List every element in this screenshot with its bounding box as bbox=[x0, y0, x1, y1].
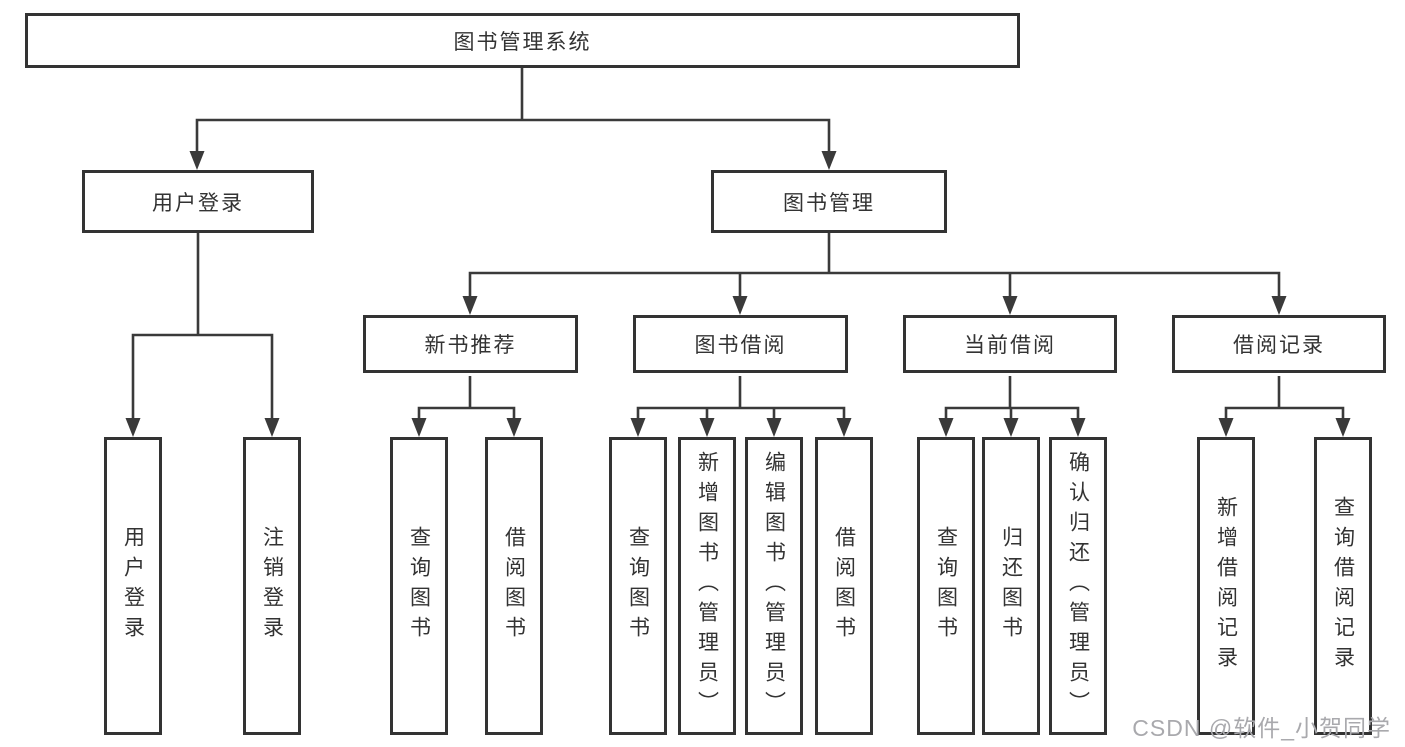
connector-userlogin-branch bbox=[131, 333, 274, 422]
leaf-confirm-return-admin: 确认归还（管理员） bbox=[1049, 437, 1107, 735]
node-borrow-record-label: 借阅记录 bbox=[1233, 334, 1325, 357]
arrow-icon bbox=[1335, 418, 1351, 437]
leaf-query-borrow-record: 查询借阅记录 bbox=[1314, 437, 1372, 735]
arrow-icon bbox=[125, 418, 141, 437]
leaf-return-books: 归还图书 bbox=[982, 437, 1040, 735]
leaf-add-borrow-record-label: 新增借阅记录 bbox=[1214, 496, 1238, 676]
arrow-icon bbox=[732, 296, 748, 315]
connector-record-branch bbox=[1224, 406, 1345, 422]
arrow-icon bbox=[630, 418, 646, 437]
leaf-user-login: 用户登录 bbox=[104, 437, 162, 735]
leaf-query-books-1-label: 查询图书 bbox=[407, 526, 431, 646]
node-book-borrow: 图书借阅 bbox=[633, 315, 848, 373]
arrow-icon bbox=[836, 418, 852, 437]
arrow-icon bbox=[411, 418, 427, 437]
arrow-icon bbox=[1271, 296, 1287, 315]
node-new-book-recommend: 新书推荐 bbox=[363, 315, 578, 373]
leaf-add-borrow-record: 新增借阅记录 bbox=[1197, 437, 1255, 735]
node-book-management: 图书管理 bbox=[711, 170, 947, 233]
connector-root-branch bbox=[195, 118, 831, 156]
arrow-icon bbox=[766, 418, 782, 437]
arrow-icon bbox=[1002, 296, 1018, 315]
arrow-icon bbox=[264, 418, 280, 437]
arrow-icon bbox=[1218, 418, 1234, 437]
node-user-login: 用户登录 bbox=[82, 170, 314, 233]
leaf-logout-label: 注销登录 bbox=[260, 526, 284, 646]
connector-bookmgmt-branch bbox=[468, 271, 1281, 300]
node-borrow-record: 借阅记录 bbox=[1172, 315, 1386, 373]
node-root-label: 图书管理系统 bbox=[453, 30, 592, 54]
arrow-icon bbox=[506, 418, 522, 437]
arrowheads bbox=[125, 151, 1351, 437]
leaf-borrow-books-1: 借阅图书 bbox=[485, 437, 543, 735]
node-book-management-label: 图书管理 bbox=[783, 191, 875, 215]
leaf-borrow-books-2: 借阅图书 bbox=[815, 437, 873, 735]
connector-newbook-branch bbox=[417, 406, 516, 422]
watermark: CSDN @软件_小贺同学 bbox=[1132, 715, 1391, 741]
node-current-borrow-label: 当前借阅 bbox=[964, 334, 1056, 357]
leaf-query-books-3-label: 查询图书 bbox=[934, 526, 958, 646]
leaf-edit-books-admin: 编辑图书（管理员） bbox=[745, 437, 803, 735]
node-new-book-recommend-label: 新书推荐 bbox=[424, 334, 517, 357]
leaf-user-login-label: 用户登录 bbox=[121, 526, 145, 646]
leaf-return-books-label: 归还图书 bbox=[999, 526, 1023, 646]
node-current-borrow: 当前借阅 bbox=[903, 315, 1117, 373]
arrow-icon bbox=[462, 296, 478, 315]
arrow-icon bbox=[699, 418, 715, 437]
leaf-add-books-admin: 新增图书（管理员） bbox=[678, 437, 736, 735]
arrow-icon bbox=[1070, 418, 1086, 437]
leaf-query-books-2: 查询图书 bbox=[609, 437, 667, 735]
leaf-add-books-admin-label: 新增图书（管理员） bbox=[695, 451, 719, 721]
leaf-confirm-return-admin-label: 确认归还（管理员） bbox=[1066, 451, 1090, 721]
connector-borrow-branch bbox=[636, 406, 846, 422]
arrow-icon bbox=[189, 151, 205, 170]
arrow-icon bbox=[1003, 418, 1019, 437]
leaf-query-books-3: 查询图书 bbox=[917, 437, 975, 735]
arrow-icon bbox=[821, 151, 837, 170]
leaf-query-books-2-label: 查询图书 bbox=[626, 526, 650, 646]
leaf-edit-books-admin-label: 编辑图书（管理员） bbox=[762, 451, 786, 721]
leaf-borrow-books-2-label: 借阅图书 bbox=[832, 526, 856, 646]
node-book-borrow-label: 图书借阅 bbox=[694, 334, 787, 357]
node-user-login-label: 用户登录 bbox=[152, 191, 244, 215]
leaf-logout: 注销登录 bbox=[243, 437, 301, 735]
leaf-query-books-1: 查询图书 bbox=[390, 437, 448, 735]
node-root: 图书管理系统 bbox=[25, 13, 1020, 68]
leaf-query-borrow-record-label: 查询借阅记录 bbox=[1331, 496, 1355, 676]
arrow-icon bbox=[938, 418, 954, 437]
leaf-borrow-books-1-label: 借阅图书 bbox=[502, 526, 526, 646]
